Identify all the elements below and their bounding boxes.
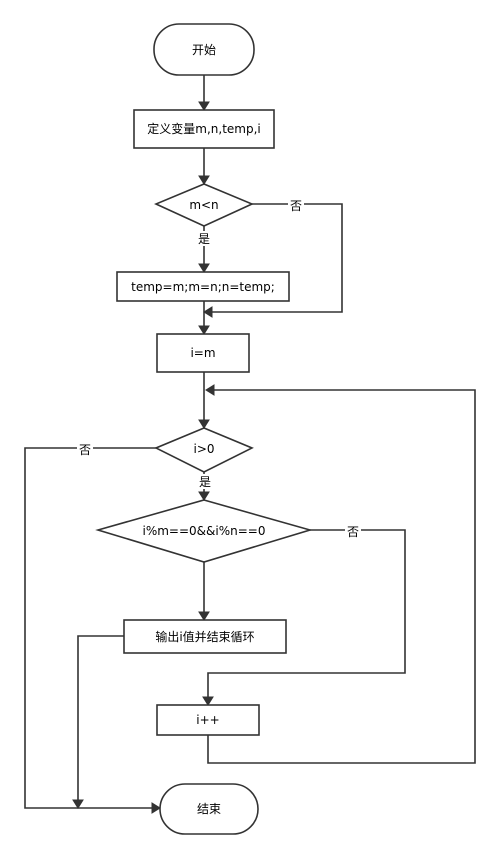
init-process xyxy=(156,333,250,373)
arrowhead xyxy=(205,384,215,396)
node-cond-i: i>0 xyxy=(154,427,254,473)
cond-i-no-label: 否 xyxy=(79,443,91,457)
inc-process xyxy=(156,704,260,736)
cond-mn-yes-label: 是 xyxy=(198,232,210,246)
node-swap: temp=m;m=n;n=temp; xyxy=(116,271,290,302)
node-inc: i++ xyxy=(156,704,260,736)
arrowhead xyxy=(198,101,210,111)
inc-label: i++ xyxy=(196,713,219,727)
arrowhead xyxy=(202,696,214,706)
cond-mod-decision xyxy=(95,499,313,563)
edge-output-end xyxy=(77,635,124,802)
node-end: 结束 xyxy=(159,783,259,835)
define-process xyxy=(133,109,275,149)
cond-i-label: i>0 xyxy=(193,442,214,456)
output-process xyxy=(123,619,287,654)
cond-mod-label: i%m==0&&i%n==0 xyxy=(143,524,266,538)
swap-process xyxy=(116,271,290,302)
edge-cond-mod-no xyxy=(207,529,406,698)
swap-label: temp=m;m=n;n=temp; xyxy=(131,280,275,294)
arrowhead xyxy=(198,419,210,429)
output-label: 输出i值并结束循环 xyxy=(155,629,254,644)
arrowhead xyxy=(198,491,210,501)
end-label: 结束 xyxy=(197,802,221,816)
cond-mn-label: m<n xyxy=(189,198,218,212)
cond-mn-decision xyxy=(154,183,254,227)
edge-inc-loop xyxy=(207,389,476,764)
node-output: 输出i值并结束循环 xyxy=(123,619,287,654)
cond-mod-no-label: 否 xyxy=(347,525,359,539)
arrowhead xyxy=(151,802,161,814)
arrowhead xyxy=(198,325,210,335)
init-label: i=m xyxy=(190,346,215,360)
node-define: 定义变量m,n,temp,i xyxy=(133,109,275,149)
arrowhead xyxy=(198,263,210,273)
start-label: 开始 xyxy=(192,43,216,57)
define-label: 定义变量m,n,temp,i xyxy=(147,121,260,136)
edge-labels: 是 否 是 否 否 xyxy=(77,198,361,539)
cond-mn-no-label: 否 xyxy=(290,199,302,213)
arrowhead xyxy=(198,175,210,185)
cond-i-yes-label: 是 xyxy=(199,475,211,489)
node-start: 开始 xyxy=(153,23,255,76)
arrowhead xyxy=(203,306,213,318)
start-terminal xyxy=(153,23,255,76)
arrowhead xyxy=(198,611,210,621)
node-cond-mod: i%m==0&&i%n==0 xyxy=(95,499,313,563)
node-init: i=m xyxy=(156,333,250,373)
arrowhead xyxy=(72,799,84,809)
end-terminal xyxy=(159,783,259,835)
connectors xyxy=(24,75,476,814)
cond-i-decision xyxy=(154,427,254,473)
node-cond-mn: m<n xyxy=(154,183,254,227)
